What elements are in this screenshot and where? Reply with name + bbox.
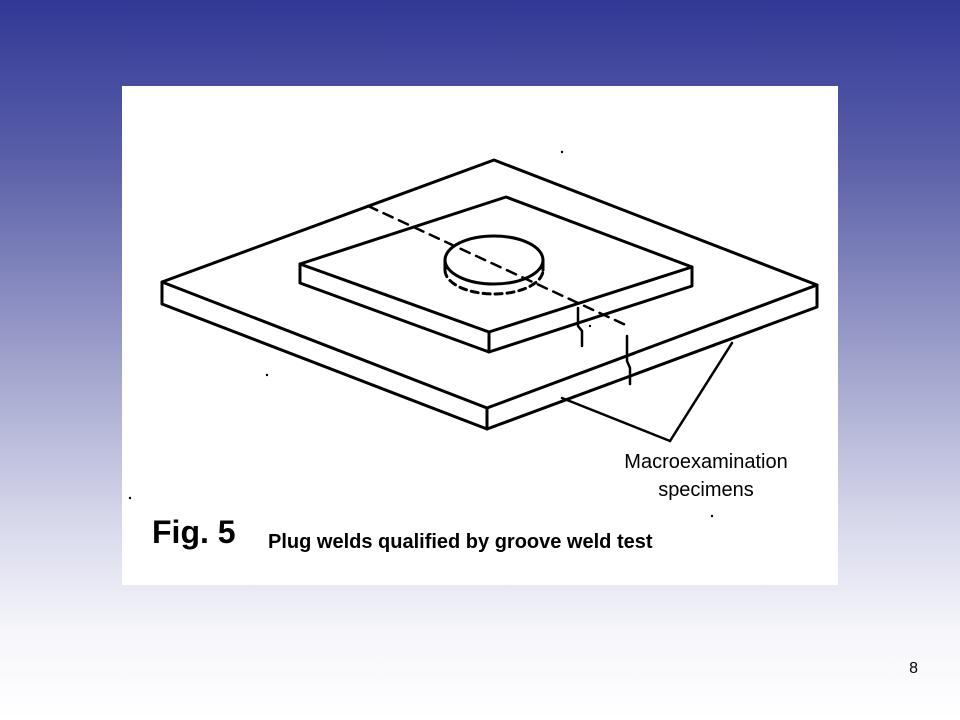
- upper-plate-right-face: [487, 265, 694, 354]
- scan-specks: [128, 150, 714, 518]
- callout-label-line-1: Macroexamination: [624, 451, 788, 473]
- weld-assembly-drawing: [128, 150, 819, 518]
- base-plate-right-face: [485, 283, 819, 431]
- upper-plate-left-face: [298, 262, 491, 354]
- plug-weld-hidden-edge: [443, 268, 545, 296]
- figure-panel: Macroexamination specimens Fig. 5 Plug w…: [122, 86, 838, 585]
- figure-number: Fig. 5: [152, 514, 236, 550]
- callout-label: Macroexamination specimens: [596, 448, 816, 504]
- section-cut-upper-face: [576, 306, 584, 348]
- section-cut-line: [366, 204, 632, 329]
- callout-label-line-2: specimens: [658, 479, 754, 501]
- callout-leader-right: [668, 341, 734, 443]
- callout-leader-left: [560, 396, 672, 443]
- plug-weld-side: [443, 258, 545, 272]
- base-plate-left-face: [160, 280, 489, 431]
- section-cut-base-face: [625, 334, 632, 386]
- figure-caption: Plug welds qualified by groove weld test: [268, 531, 653, 553]
- slide-number: 8: [909, 660, 918, 677]
- plug-weld-top: [443, 234, 545, 286]
